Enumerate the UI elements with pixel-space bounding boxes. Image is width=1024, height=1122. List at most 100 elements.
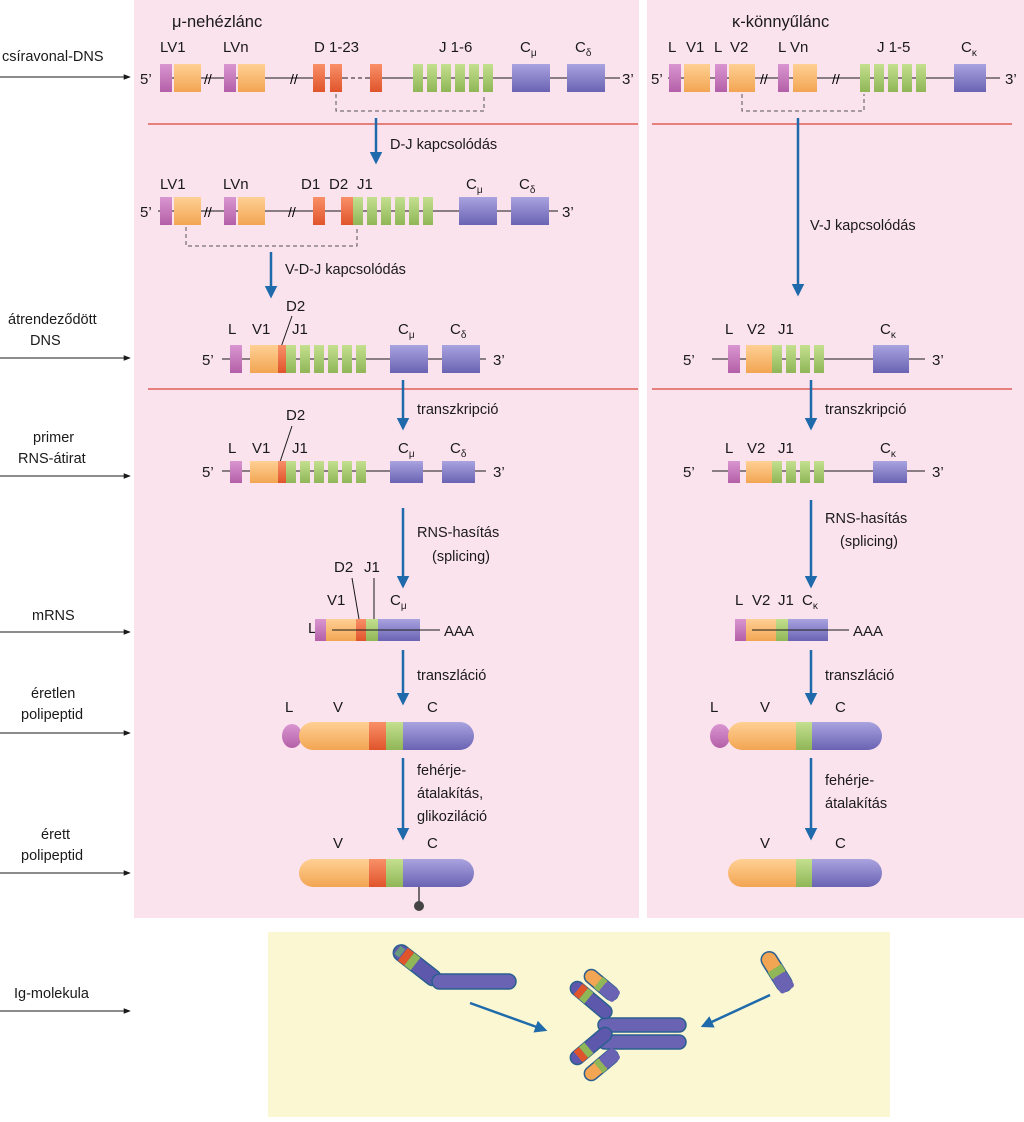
d-segments-label: D 1-23 [314,39,359,56]
three-prime-label: 3’ [493,464,505,481]
j-segments-label: J 1-6 [439,39,472,56]
five-prime-label: 5’ [140,204,152,221]
v-domain [728,722,812,750]
c-kappa-label: Cκ [961,39,978,59]
d-region [369,722,386,750]
step-processing-2: átalakítás [825,796,887,812]
d-segment [278,345,286,373]
v-label: V [760,835,770,852]
heavy-chain-title: μ-nehézlánc [172,13,262,31]
l2-label: L [714,39,722,56]
c-kappa-segment [873,461,907,483]
lv1-label: LV1 [160,176,186,193]
step-translation: transzláció [825,668,894,684]
l-label: L [735,592,743,609]
d2-label: D2 [329,176,348,193]
heavy-dj-dna: 5’ 3’ LV1 LVn D1 D2 J1 Cμ Cδ // // [140,176,574,247]
j-segment [356,345,366,373]
l-label: L [285,699,293,716]
c-mu-label: Cμ [466,176,483,196]
ig-molecule-assembly [392,944,794,1082]
leader-segment [735,619,746,641]
j-segment [286,461,296,483]
c-delta-label: Cδ [450,440,467,460]
v-segment [746,461,772,483]
heavy-rearranged-dna: 5’ 3’ L V1 D2 J1 Cμ Cδ [202,298,505,373]
leader-segment [315,619,326,641]
c-mu-segment [390,461,423,483]
j-region [386,722,403,750]
c-kappa-label: Cκ [802,592,819,612]
c-mu-segment [512,64,550,92]
leader-peptide [710,724,730,748]
c-delta-segment [511,197,549,225]
j1-label: J1 [357,176,373,193]
j-segment [441,64,451,92]
three-prime-label: 3’ [562,204,574,221]
c-kappa-segment [954,64,986,92]
leader-segment [728,345,740,373]
j-segment [814,345,824,373]
step-transcription: transzkripció [417,402,498,418]
label-rearranged-1: átrendeződött [8,312,97,328]
d-segment [278,461,286,483]
leader-segment [778,64,789,92]
j-segment [328,461,338,483]
j-segment [409,197,419,225]
j1-label: J1 [778,592,794,609]
c-domain [812,859,882,887]
label-germline-dna: csíravonal-DNS [2,49,104,65]
j-segment [342,461,352,483]
j-segments-label: J 1-5 [877,39,910,56]
c-delta-segment [442,345,480,373]
step-splicing-1: RNS-hasítás [825,511,907,527]
leader-segment [160,64,172,92]
c-label: C [835,835,846,852]
v1-label: V1 [327,592,345,609]
five-prime-label: 5’ [683,464,695,481]
j-segment [455,64,465,92]
label-mrna: mRNS [32,608,75,624]
j-segment [300,345,310,373]
d-segment [330,64,342,92]
left-stage-labels: csíravonal-DNS átrendeződött DNS primer … [0,49,131,1014]
v1-label: V1 [686,39,704,56]
v-segment [174,64,201,92]
c-kappa-label: Cκ [880,440,897,460]
v-label: V [333,835,343,852]
d-segment [341,197,353,225]
v-segment [793,64,817,92]
leader-segment [230,345,242,373]
c-kappa-segment [873,345,909,373]
step-dj-joining: D-J kapcsolódás [390,137,497,153]
light-mature-polypeptide: V C [728,835,882,887]
c-label: C [427,699,438,716]
step-splicing-2: (splicing) [432,549,490,565]
j-segments [413,64,493,92]
v2-label: V2 [747,440,765,457]
j1-label: J1 [778,321,794,338]
v-segment [746,345,772,373]
j-segment [786,461,796,483]
l-label: L [308,620,316,637]
c-domain [812,722,882,750]
leader-segment [224,197,236,225]
poly-a-tail: AAA [444,623,474,640]
five-prime-label: 5’ [140,71,152,88]
d-segment [313,197,325,225]
c-delta-label: Cδ [575,39,592,59]
l-label: L [710,699,718,716]
j-segment [800,461,810,483]
j1-label: J1 [292,440,308,457]
five-prime-label: 5’ [651,71,663,88]
lvn-label: L Vn [778,39,808,56]
five-prime-label: 5’ [202,352,214,369]
v-segment [250,345,278,373]
label-immature-2: polipeptid [21,707,83,723]
heavy-germline-dna: 5’ 3’ LV1 LVn D 1-23 J 1-6 Cμ Cδ // // [140,39,634,112]
light-rearranged-dna: 5’ 3’ L V2 J1 Cκ [683,321,944,373]
c-mu-label: Cμ [398,440,415,460]
c-domain [403,722,474,750]
v-label: V [760,699,770,716]
